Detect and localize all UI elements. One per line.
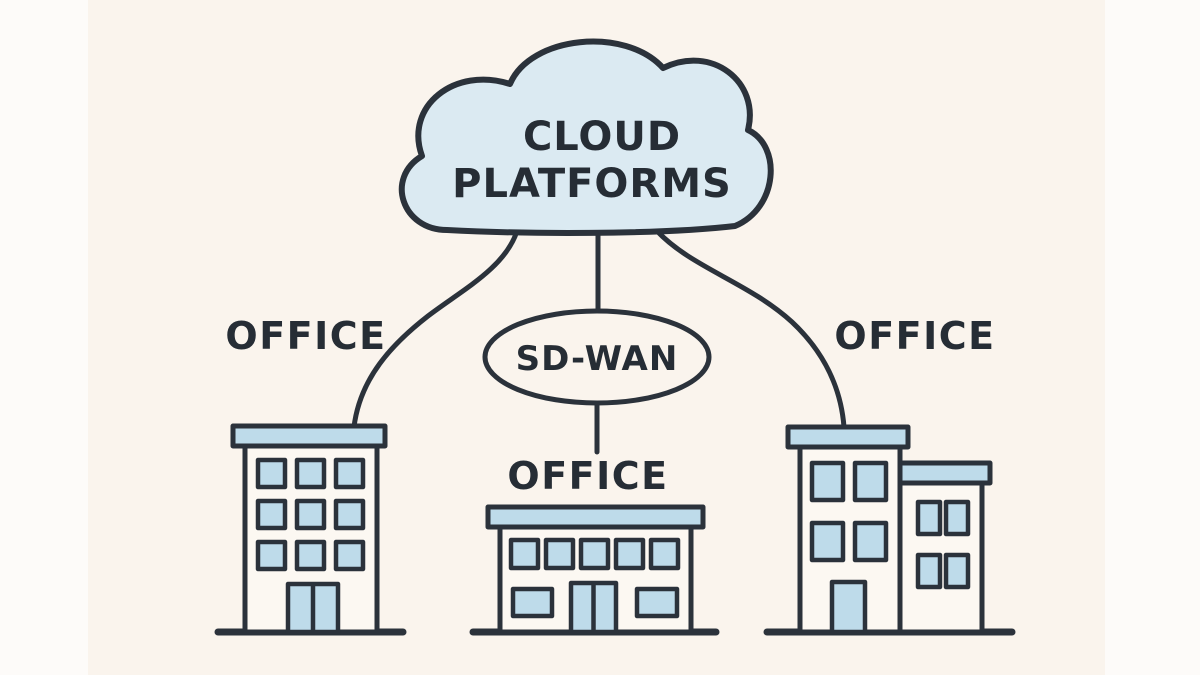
door [829,579,868,635]
sdwan-ellipse [482,308,712,406]
connector-cloud-to-right-office [654,228,847,430]
cloud-label-line1: CLOUD [523,114,681,160]
office-right-label: OFFICE [834,314,995,358]
window [255,539,288,572]
window [648,537,681,571]
window [852,520,889,563]
office-left-node: OFFICE [214,314,407,636]
office-right-node: OFFICE [763,314,1016,636]
sdwan-hub-node: SD-WAN [482,308,712,406]
window [613,537,646,571]
sdwan-label: SD-WAN [516,339,679,379]
window [294,539,327,572]
window [943,552,971,590]
window [943,499,971,537]
window [255,498,288,531]
window [809,520,846,563]
window [255,457,288,490]
left-margin-band [0,0,88,675]
window [809,460,846,503]
window [333,539,366,572]
window [915,499,943,537]
window [852,460,889,503]
connectors [351,227,847,455]
connector-cloud-to-left-office [351,228,520,430]
office-left-label: OFFICE [225,314,386,358]
window [543,537,576,571]
office-right-roof [785,424,911,450]
window [510,586,555,619]
office-middle-label: OFFICE [507,454,668,498]
window [333,498,366,531]
window [294,498,327,531]
window [333,457,366,490]
window [578,537,611,571]
window [508,537,541,571]
cloud-platforms-node: CLOUD PLATFORMS [398,38,774,236]
office-middle-node: OFFICE [469,454,720,636]
window [634,586,680,619]
window [294,457,327,490]
cloud-shape [398,38,774,236]
office-middle-roof [485,504,706,530]
office-right-annex-roof [895,460,993,486]
office-left-roof [230,423,388,449]
cloud-label-line2: PLATFORMS [452,161,732,207]
right-margin-band [1105,0,1200,675]
window [915,552,943,590]
